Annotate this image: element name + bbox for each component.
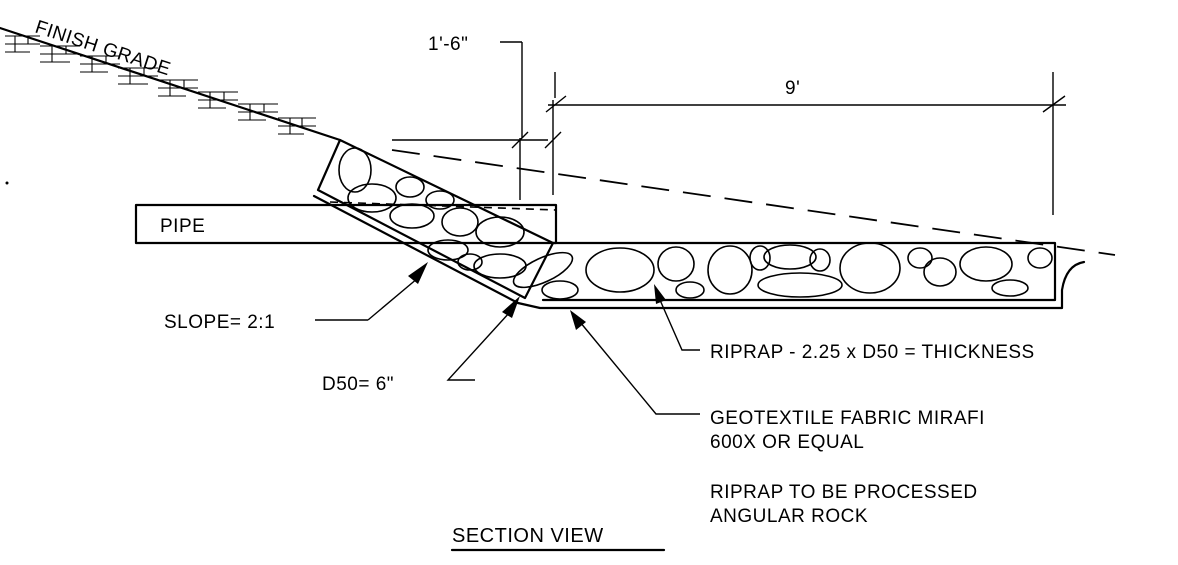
d50-label: D50= 6" bbox=[322, 374, 394, 395]
riprap-slope-outline bbox=[316, 138, 555, 300]
leader-geotextile bbox=[570, 310, 700, 415]
dimension-1-6 bbox=[392, 41, 562, 200]
leader-riprap bbox=[654, 284, 700, 351]
projected-grade-dashed bbox=[391, 149, 1116, 256]
finish-grade-label: FINISH GRADE bbox=[32, 17, 173, 81]
slope-label: SLOPE= 2:1 bbox=[164, 312, 275, 333]
riprap-rocks-slope bbox=[338, 147, 527, 279]
riprap-thickness-label: RIPRAP - 2.25 x D50 = THICKNESS bbox=[710, 342, 1035, 363]
geotextile-label-line1: GEOTEXTILE FABRIC MIRAFI bbox=[710, 408, 985, 429]
riprap-rocks-apron bbox=[512, 242, 1053, 300]
geotextile-slope bbox=[312, 194, 520, 305]
geotextile-apron bbox=[516, 260, 1086, 310]
pipe-centerline-dashed bbox=[329, 201, 557, 211]
earth-hatching bbox=[5, 35, 316, 135]
dimension-1-6-label: 1'-6" bbox=[428, 34, 468, 55]
geotextile-label-line2: 600X OR EQUAL bbox=[710, 432, 864, 453]
stray-mark bbox=[5, 181, 9, 185]
dimension-9 bbox=[545, 72, 1066, 215]
leader-slope bbox=[315, 262, 428, 321]
leader-d50 bbox=[446, 296, 520, 381]
note-line1: RIPRAP TO BE PROCESSED bbox=[710, 482, 978, 503]
dimension-9-label: 9' bbox=[785, 78, 800, 99]
riprap-apron-outline bbox=[541, 241, 1057, 302]
pipe-label: PIPE bbox=[160, 216, 205, 237]
note-line2: ANGULAR ROCK bbox=[710, 506, 868, 527]
section-view-title: SECTION VIEW bbox=[452, 525, 604, 547]
